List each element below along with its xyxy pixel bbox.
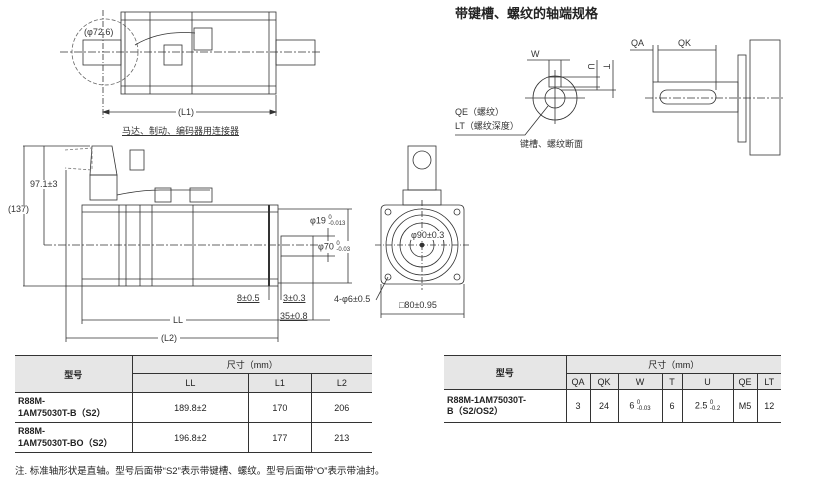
l2-cell: 213 — [310, 422, 372, 453]
phi19-tol-upper: 0 — [328, 215, 332, 221]
col-lt: LT — [756, 373, 781, 390]
lt-cell: 12 — [756, 389, 781, 423]
l1-cell: 177 — [248, 422, 312, 453]
phi19-label: φ19 0-0.013 — [310, 215, 345, 227]
l2-cell: 206 — [310, 392, 372, 423]
front-view-motor — [375, 145, 470, 318]
phi90-label: φ90±0.3 — [411, 230, 445, 240]
w-label: W — [531, 49, 540, 59]
model-line2: 1AM75030T-BO（S2） — [18, 437, 113, 448]
qe-label: QE（螺纹） — [455, 107, 505, 117]
dimension-table-1: 型号 尺寸（mm） LL L1 L2 R88M-1AM75030T-B（S2） … — [15, 355, 372, 453]
w-tol-upper: 0 — [636, 400, 641, 406]
phi19-tol-lower: -0.013 — [328, 221, 346, 227]
l1-cell: 170 — [248, 392, 312, 423]
phi19-value: φ19 — [310, 215, 326, 226]
u-tol-lower: -0.2 — [709, 406, 721, 412]
model-line1: R88M-1AM75030T- — [447, 394, 527, 405]
dimension-table-2: 型号 尺寸（mm） QA QK W T U QE LT R88M-1AM7503… — [444, 355, 781, 423]
ll-label: LL — [170, 316, 187, 325]
table-row: R88M-1AM75030T-BO（S2） 196.8±2 177 213 — [15, 422, 372, 453]
ll-cell: 196.8±2 — [131, 422, 249, 453]
footnote: 注. 标准轴形状是直轴。型号后面带“S2”表示带键槽、螺纹。型号后面带“O”表示… — [15, 466, 385, 477]
model-cell: R88M-1AM75030T-BO（S2） — [15, 422, 132, 453]
shaft-side-view — [630, 39, 785, 156]
model-line2: B（S2/OS2） — [447, 406, 504, 416]
section-label: 键槽、螺纹断面 — [520, 139, 584, 149]
table-row: R88M-1AM75030T-B（S2） 189.8±2 170 206 — [15, 392, 372, 423]
dim-8-label: 8±0.5 — [237, 293, 260, 303]
phi70-label: φ70 0-0.03 — [318, 241, 351, 253]
col-ll: LL — [131, 373, 249, 393]
lt-label: LT（螺纹深度） — [455, 121, 519, 131]
holes-label: 4-φ6±0.5 — [334, 294, 371, 304]
w-cell: 6 0-0.03 — [617, 389, 662, 423]
dim-3-label: 3±0.3 — [283, 293, 306, 303]
model-line1: R88M- — [18, 426, 46, 437]
qk-cell: 24 — [589, 389, 618, 423]
l2-label: (L2) — [158, 334, 181, 343]
col-qa: QA — [565, 373, 590, 390]
t-cell: 6 — [661, 389, 682, 423]
col-w: W — [617, 373, 662, 390]
model-line2: 1AM75030T-B（S2） — [18, 407, 106, 418]
shaft-spec-title: 带键槽、螺纹的轴端规格 — [455, 6, 599, 21]
model-cell: R88M-1AM75030T-B（S2） — [15, 392, 132, 423]
model-header: 型号 — [15, 355, 132, 393]
shaft-section-view — [455, 59, 616, 136]
qa-cell: 3 — [565, 389, 590, 423]
square-label: □80±0.95 — [399, 300, 437, 310]
col-u: U — [681, 373, 733, 390]
connector-label: 马达、制动、编码器用连接器 — [122, 126, 240, 136]
phi72-label: (φ72.6) — [84, 27, 114, 37]
phi70-tol-upper: 0 — [336, 241, 340, 247]
height-137-label: (137) — [8, 204, 30, 214]
table-row: R88M-1AM75030T-B（S2/OS2） 3 24 6 0-0.03 6… — [444, 389, 781, 423]
model-line1: R88M- — [18, 396, 46, 407]
dimension-header: 尺寸（mm） — [565, 355, 781, 374]
qe-cell: M5 — [732, 389, 757, 423]
side-view-motor — [23, 145, 352, 342]
ll-cell: 189.8±2 — [131, 392, 249, 423]
qa-label: QA — [631, 38, 645, 48]
col-l2: L2 — [310, 373, 372, 393]
col-qk: QK — [589, 373, 618, 390]
u-cell: 2.5 0-0.2 — [681, 389, 733, 423]
col-l1: L1 — [248, 373, 312, 393]
qk-label: QK — [678, 38, 692, 48]
height-97-label: 97.1±3 — [30, 179, 58, 189]
w-value: 6 — [629, 400, 635, 411]
w-tol-lower: -0.03 — [636, 406, 651, 412]
col-qe: QE — [732, 373, 757, 390]
dimension-header: 尺寸（mm） — [131, 355, 372, 374]
l1-label: (L1) — [176, 107, 197, 117]
phi70-value: φ70 — [318, 241, 334, 252]
dim-35-label: 35±0.8 — [280, 311, 308, 321]
u-value: 2.5 — [694, 400, 708, 411]
u-tol-upper: 0 — [709, 400, 714, 406]
model-header: 型号 — [444, 355, 566, 390]
model-cell: R88M-1AM75030T-B（S2/OS2） — [444, 389, 566, 423]
phi70-tol-lower: -0.03 — [336, 247, 351, 253]
col-t: T — [661, 373, 682, 390]
t-label: T — [601, 63, 612, 70]
u-label: U — [585, 63, 596, 70]
